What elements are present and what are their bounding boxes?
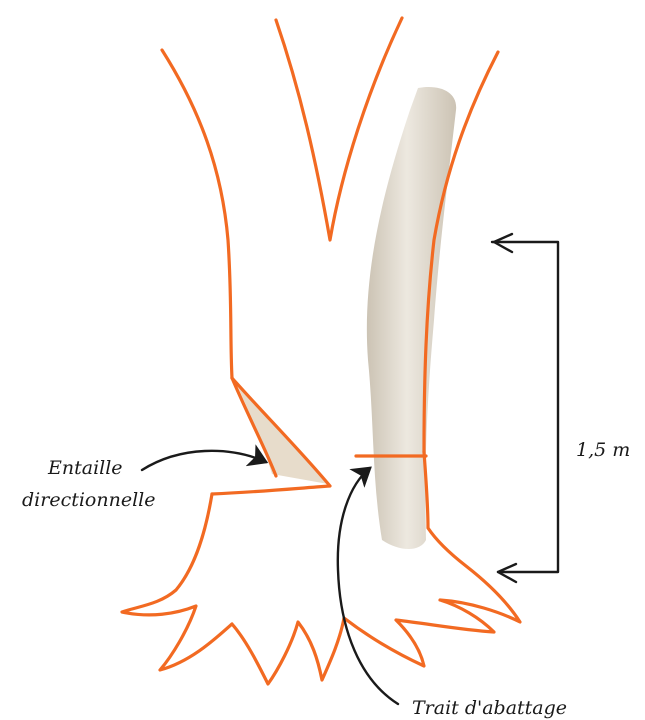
trunk-left-outline <box>162 50 232 378</box>
height-label: 1,5 m <box>576 439 630 461</box>
height-dimension-line <box>492 242 558 572</box>
notch-label-line1: Entaille <box>47 457 123 479</box>
notch-leader-arrow <box>142 451 266 470</box>
felling-cut-label: Trait d'abattage <box>412 697 567 719</box>
falling-trunk <box>367 87 456 549</box>
notch-label-line2: directionnelle <box>22 489 155 511</box>
